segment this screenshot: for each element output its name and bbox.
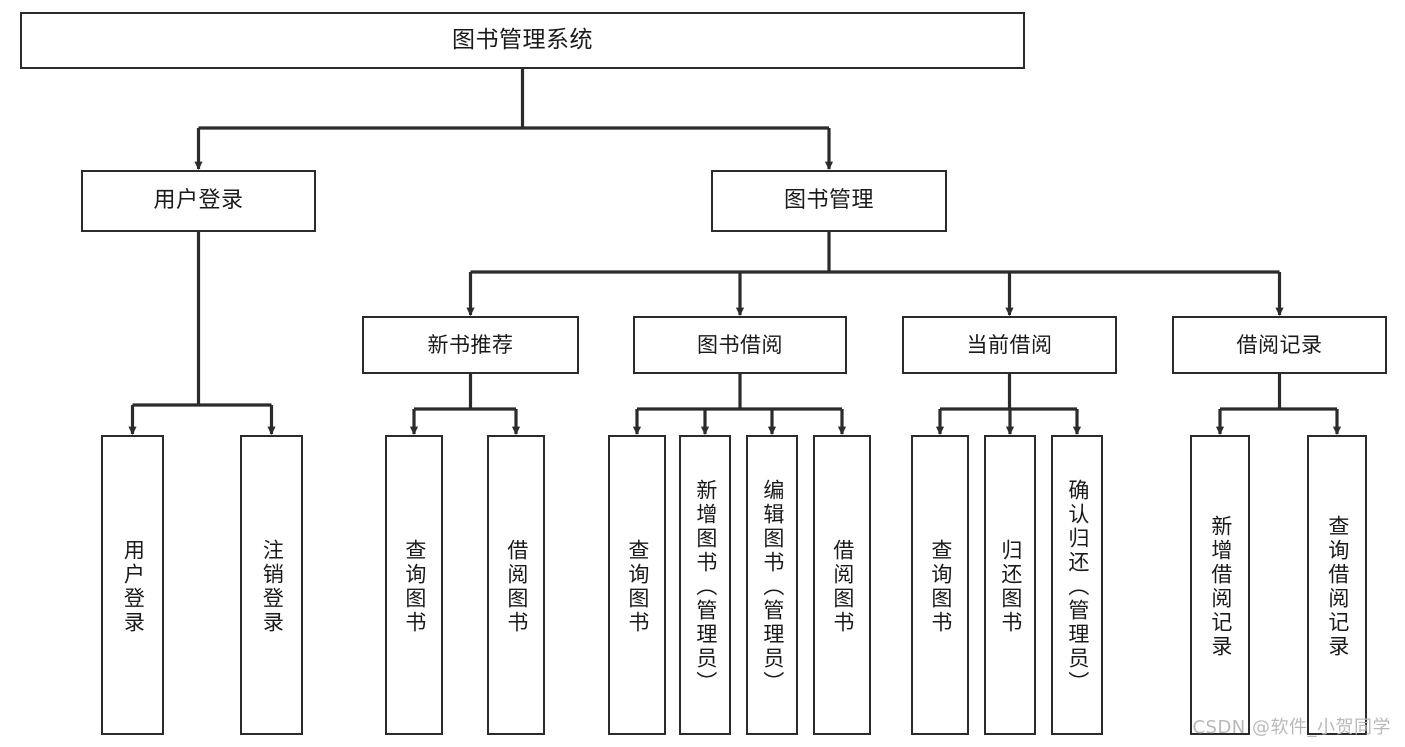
- node-label-new-book-rec: 新书推荐: [427, 332, 514, 357]
- node-label-root: 图书管理系统: [452, 26, 593, 53]
- node-label-leaf-query-book-3: 查询图书: [928, 539, 953, 635]
- node-label-leaf-user-login: 用户登录: [121, 539, 146, 635]
- node-current-borrow[interactable]: 当前借阅: [902, 316, 1117, 374]
- node-label-leaf-borrow-book-1: 借阅图书: [504, 539, 529, 635]
- node-leaf-borrow-book-2[interactable]: 借阅图书: [813, 435, 871, 735]
- node-leaf-user-login[interactable]: 用户登录: [101, 435, 164, 735]
- node-label-book-borrow: 图书借阅: [697, 332, 783, 357]
- node-leaf-add-record[interactable]: 新增借阅记录: [1190, 435, 1250, 735]
- node-leaf-user-logout[interactable]: 注销登录: [240, 435, 303, 735]
- node-label-user-login: 用户登录: [153, 188, 244, 214]
- node-leaf-return-book[interactable]: 归还图书: [984, 435, 1036, 735]
- node-leaf-edit-book[interactable]: 编辑图书（管理员）: [746, 435, 798, 735]
- node-label-leaf-add-book: 新增图书（管理员）: [693, 479, 718, 695]
- node-label-leaf-query-book-2: 查询图书: [625, 539, 650, 635]
- node-leaf-query-record[interactable]: 查询借阅记录: [1307, 435, 1367, 735]
- node-label-leaf-return-book: 归还图书: [998, 539, 1023, 635]
- node-label-leaf-user-logout: 注销登录: [260, 539, 285, 635]
- node-user-login[interactable]: 用户登录: [81, 170, 316, 232]
- node-new-book-rec[interactable]: 新书推荐: [362, 316, 579, 374]
- node-label-leaf-query-book-1: 查询图书: [402, 539, 427, 635]
- node-leaf-query-book-1[interactable]: 查询图书: [385, 435, 443, 735]
- node-label-leaf-confirm-return: 确认归还（管理员）: [1065, 479, 1090, 695]
- node-leaf-query-book-2[interactable]: 查询图书: [608, 435, 666, 735]
- node-label-book-manage: 图书管理: [783, 188, 874, 214]
- node-label-leaf-add-record: 新增借阅记录: [1208, 515, 1233, 659]
- node-leaf-query-book-3[interactable]: 查询图书: [911, 435, 969, 735]
- node-label-leaf-edit-book: 编辑图书（管理员）: [760, 479, 785, 695]
- node-root[interactable]: 图书管理系统: [20, 12, 1025, 69]
- node-leaf-add-book[interactable]: 新增图书（管理员）: [679, 435, 731, 735]
- node-leaf-confirm-return[interactable]: 确认归还（管理员）: [1051, 435, 1103, 735]
- node-label-current-borrow: 当前借阅: [966, 332, 1053, 357]
- node-label-leaf-borrow-book-2: 借阅图书: [830, 539, 855, 635]
- node-label-leaf-query-record: 查询借阅记录: [1325, 515, 1350, 659]
- node-book-manage[interactable]: 图书管理: [711, 170, 947, 232]
- node-leaf-borrow-book-1[interactable]: 借阅图书: [487, 435, 545, 735]
- node-book-borrow[interactable]: 图书借阅: [633, 316, 847, 374]
- node-borrow-record[interactable]: 借阅记录: [1172, 316, 1387, 374]
- node-label-borrow-record: 借阅记录: [1236, 332, 1323, 357]
